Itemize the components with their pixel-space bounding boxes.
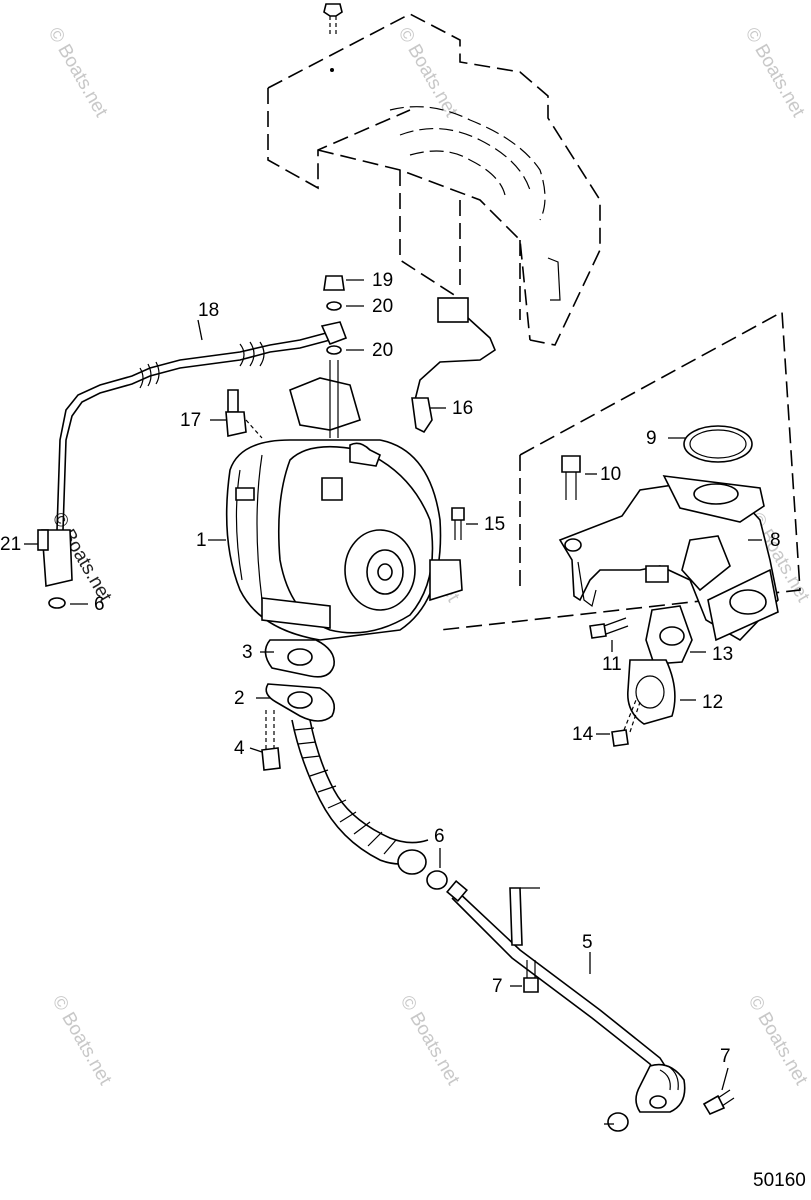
callout-8: 8 — [770, 530, 781, 551]
callout-9: 9 — [646, 428, 657, 449]
callout-6-lower: 6 — [434, 826, 445, 847]
callout-12: 12 — [702, 692, 723, 713]
callout-10: 10 — [600, 464, 621, 485]
wastegate-actuator — [225, 389, 263, 439]
watermark-bottom-right: © Boats.net — [744, 992, 811, 1089]
bolt-10 — [561, 455, 581, 500]
watermark-bottom-left: © Boats.net — [48, 992, 116, 1089]
sensor-harness — [411, 297, 496, 434]
callout-7-middle: 7 — [492, 976, 503, 997]
callout-21: 21 — [0, 534, 21, 555]
watermark-top-center: © Boats.net — [394, 24, 462, 121]
bolts-7 — [523, 960, 735, 1116]
callout-19: 19 — [372, 270, 393, 291]
o-ring-6 — [426, 870, 448, 890]
cover-plate-and-gasket — [627, 605, 693, 725]
leader-lines — [24, 279, 762, 1125]
callout-17: 17 — [180, 410, 201, 431]
callout-5: 5 — [582, 932, 593, 953]
callout-13: 13 — [712, 644, 733, 665]
bolt-14 — [611, 699, 641, 747]
callout-15: 15 — [484, 514, 505, 535]
oil-line-flange-21 — [37, 529, 73, 609]
gaskets — [264, 639, 336, 722]
manifold-phantom — [439, 310, 801, 631]
turbocharger — [225, 360, 463, 641]
callout-20-upper: 20 — [372, 296, 393, 317]
callout-6-upper: 6 — [94, 594, 105, 615]
banjo-bolt-and-washers — [323, 275, 345, 355]
callouts: 1 2 3 4 5 6 6 7 7 8 9 10 11 12 13 14 15 … — [0, 270, 781, 1067]
callout-2: 2 — [234, 688, 245, 709]
flex-downpipe — [291, 719, 429, 875]
callout-16: 16 — [452, 398, 473, 419]
callout-18: 18 — [198, 300, 219, 321]
bolt-15 — [451, 507, 465, 540]
callout-3: 3 — [242, 642, 253, 663]
callout-1: 1 — [196, 530, 207, 551]
top-bolt — [323, 3, 343, 36]
engine-block-phantom — [267, 13, 601, 346]
callout-4: 4 — [234, 738, 245, 759]
figure-number: 50160 — [753, 1170, 806, 1191]
gasket-9 — [683, 425, 753, 463]
oil-feed-line — [55, 321, 348, 561]
bolt-11 — [589, 617, 629, 639]
callout-7-right: 7 — [720, 1046, 731, 1067]
watermark-bottom-center: © Boats.net — [396, 992, 464, 1089]
callout-14: 14 — [572, 724, 594, 745]
oil-return-pipe — [446, 880, 686, 1132]
callout-20-lower: 20 — [372, 340, 393, 361]
watermark-top-right: © Boats.net — [741, 24, 809, 121]
callout-11: 11 — [602, 654, 622, 675]
bolt-4 — [261, 710, 281, 771]
exhaust-manifold — [558, 475, 779, 642]
watermark-top-left: © Boats.net — [44, 24, 112, 121]
